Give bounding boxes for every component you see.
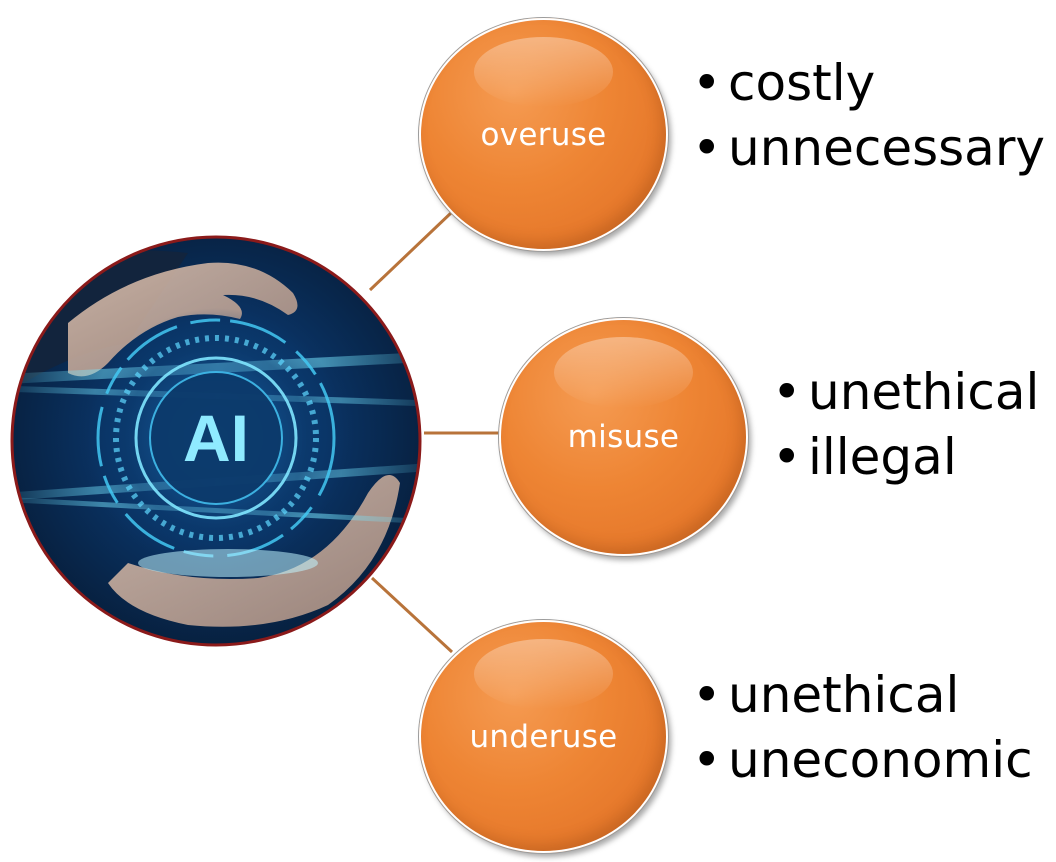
bullet-icon: • xyxy=(692,666,722,724)
node-label-misuse: misuse xyxy=(567,419,680,455)
bullet-text: costly xyxy=(728,54,876,112)
bullet-item: •unnecessary xyxy=(692,123,1045,188)
hub-border xyxy=(10,235,422,647)
bullet-text: illegal xyxy=(808,428,957,486)
hub-label: AI xyxy=(183,401,249,475)
tech-ring-inner xyxy=(134,356,298,520)
lower-hand-icon xyxy=(108,475,400,627)
upper-hand-icon xyxy=(68,262,298,377)
tech-ring-core xyxy=(149,371,283,505)
node-label-underuse: underuse xyxy=(469,718,618,755)
tech-ring-outer xyxy=(96,318,336,558)
bullet-item: •costly xyxy=(692,58,1045,123)
bullet-icon: • xyxy=(772,363,802,421)
bullet-icon: • xyxy=(692,119,722,177)
bullet-icon: • xyxy=(772,428,802,486)
bullet-list-misuse: •unethical •illegal xyxy=(772,367,1039,497)
bullet-text: uneconomic xyxy=(728,731,1033,789)
node-label-overuse: overuse xyxy=(480,116,607,153)
connector-overuse xyxy=(368,210,454,292)
bullet-icon: • xyxy=(692,54,722,112)
ai-hub-image: AI xyxy=(10,235,422,647)
tech-ring-middle xyxy=(113,335,319,541)
bullet-item: •unethical xyxy=(772,367,1039,432)
bullet-list-overuse: •costly •unnecessary xyxy=(692,58,1045,188)
bullet-icon: • xyxy=(692,731,722,789)
bullet-text: unethical xyxy=(728,666,960,724)
bullet-text: unnecessary xyxy=(728,119,1045,177)
bullet-item: •illegal xyxy=(772,432,1039,497)
node-overuse: overuse xyxy=(419,18,668,251)
bottom-glow xyxy=(138,549,318,577)
bullet-text: unethical xyxy=(808,363,1040,421)
bullet-item: •uneconomic xyxy=(692,735,1033,800)
bullet-item: •unethical xyxy=(692,670,1033,735)
connector-underuse xyxy=(370,576,454,654)
node-misuse: misuse xyxy=(499,318,748,556)
bullet-list-underuse: •unethical •uneconomic xyxy=(692,670,1033,800)
node-underuse: underuse xyxy=(419,620,668,853)
